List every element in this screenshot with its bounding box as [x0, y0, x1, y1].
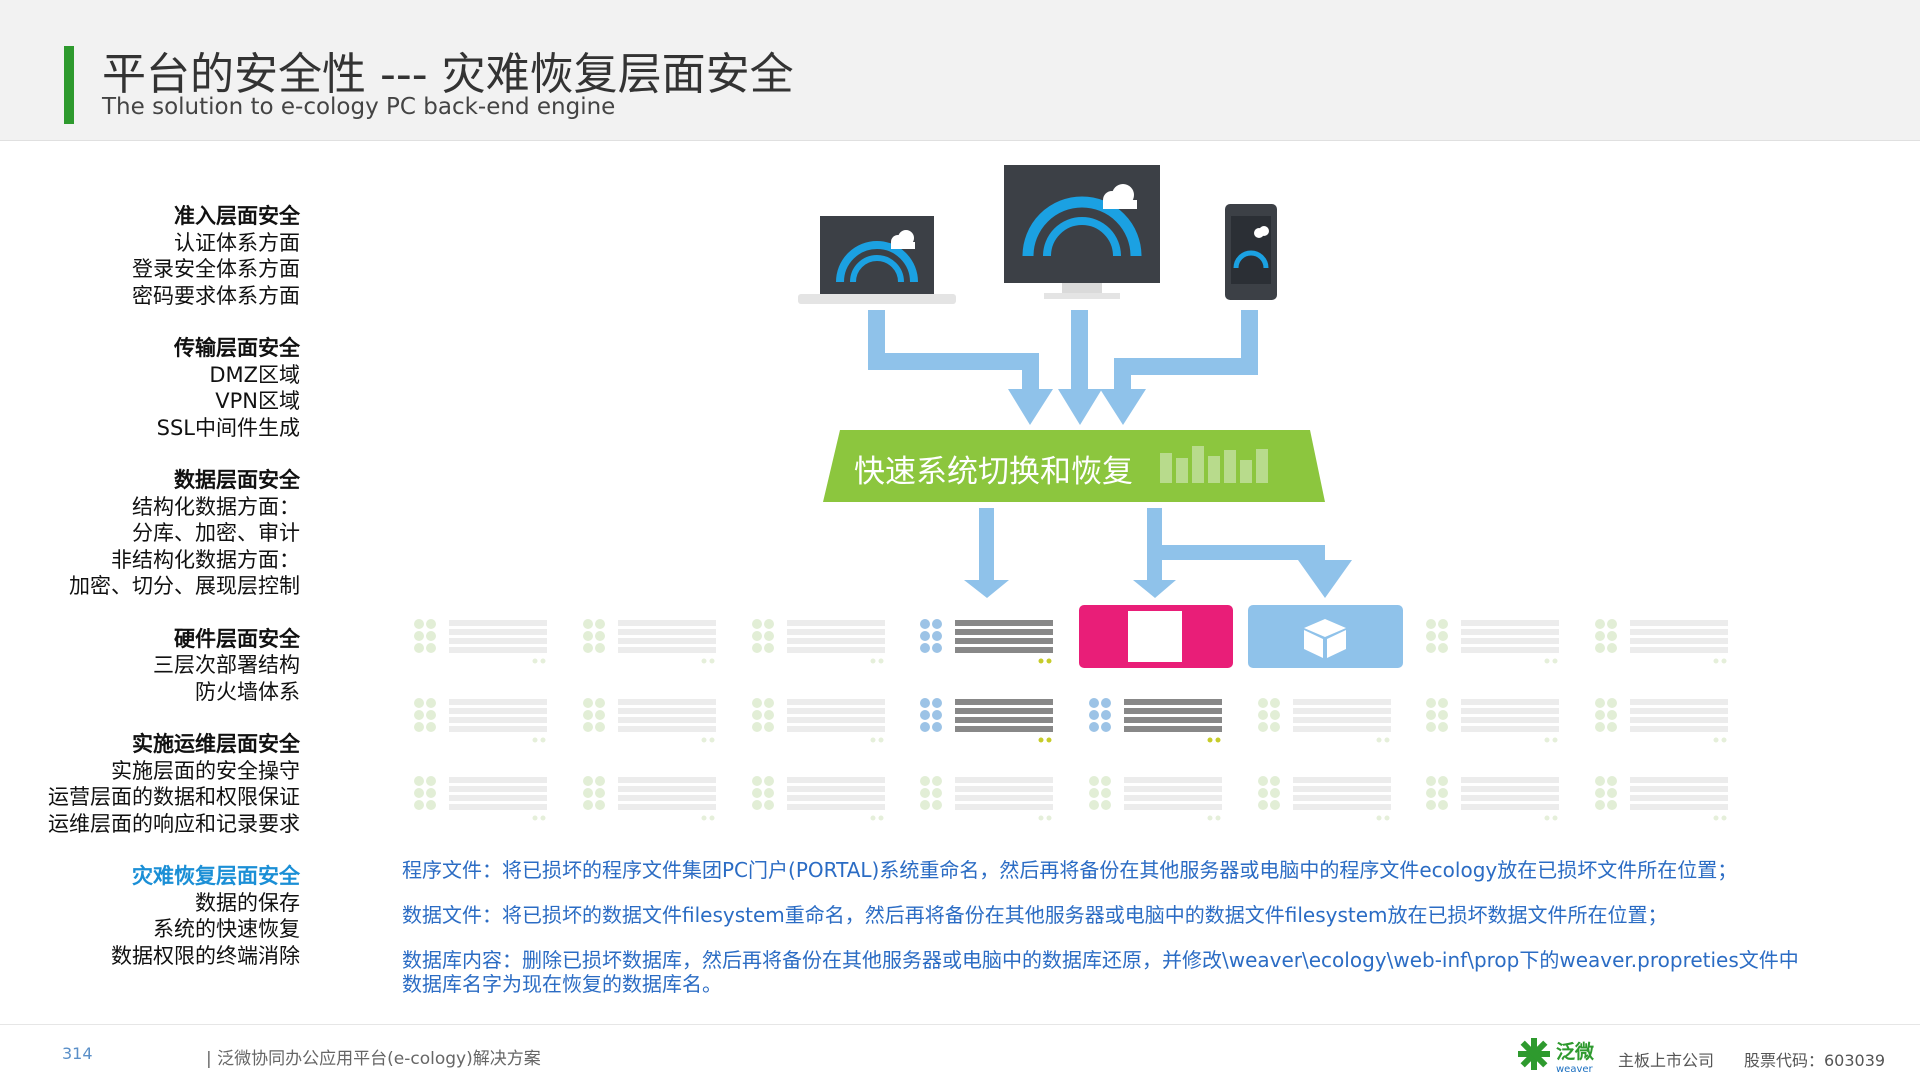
recovery-notes: 程序文件：将已损坏的程序文件集团PC门户(PORTAL)系统重命名，然后再将备份… — [402, 858, 1802, 1017]
section-hardware: 硬件层面安全 三层次部署结构 防火墙体系 — [0, 626, 300, 706]
footer-text: | 泛微协同办公应用平台(e-cology)解决方案 — [206, 1049, 541, 1069]
brand-sub: weaver — [1556, 1064, 1594, 1075]
server-rack-icon — [1426, 619, 1559, 664]
page-number: 314 — [62, 1044, 93, 1063]
server-rack-icon — [1426, 776, 1559, 821]
section-item: DMZ区域 — [209, 362, 300, 387]
server-rack-icon — [414, 619, 547, 664]
section-item: 数据的保存 — [195, 890, 300, 915]
section-title-active: 灾难恢复层面安全 — [132, 864, 300, 888]
server-rack-icon — [414, 776, 547, 821]
section-title: 传输层面安全 — [174, 336, 300, 360]
note-database: 数据库内容：删除已损坏数据库，然后再将备份在其他服务器或电脑中的数据库还原，并修… — [402, 948, 1799, 996]
logo-star-icon — [1518, 1038, 1550, 1070]
section-item: 防火墙体系 — [195, 679, 300, 704]
page-title: 平台的安全性 --- 灾难恢复层面安全 — [102, 49, 794, 100]
section-disaster-recovery: 灾难恢复层面安全 数据的保存 系统的快速恢复 数据权限的终端消除 — [0, 863, 300, 969]
server-rack-icon — [1089, 698, 1222, 743]
section-title: 实施运维层面安全 — [132, 732, 300, 756]
server-rack-icon — [1258, 776, 1391, 821]
section-access: 准入层面安全 认证体系方面 登录安全体系方面 密码要求体系方面 — [0, 203, 300, 309]
section-item: 三层次部署结构 — [153, 653, 300, 677]
weaver-logo: 泛微 weaver — [1516, 1034, 1616, 1080]
footer-divider — [0, 1024, 1920, 1025]
note-data-files: 数据文件：将已损坏的数据文件filesystem重命名，然后再将备份在其他服务器… — [402, 903, 1668, 927]
banner-label: 快速系统切换和恢复 — [854, 454, 1133, 490]
monitor-icon — [1004, 165, 1160, 299]
section-item: 认证体系方面 — [174, 230, 300, 255]
server-rack-icon — [752, 619, 885, 664]
section-item: VPN区域 — [215, 389, 300, 413]
banner-equalizer-icon — [1160, 446, 1268, 483]
server-rack-icon — [920, 776, 1053, 821]
note-program-files: 程序文件：将已损坏的程序文件集团PC门户(PORTAL)系统重命名，然后再将备份… — [402, 858, 1738, 882]
section-item: 运营层面的数据和权限保证 — [48, 785, 300, 809]
arrow-lines-top — [868, 310, 1258, 425]
section-item: 系统的快速恢复 — [153, 917, 300, 941]
restore-package-box — [1248, 605, 1403, 668]
server-rack-icon — [1258, 698, 1391, 743]
server-rack-icon — [920, 619, 1053, 664]
section-title: 数据层面安全 — [174, 468, 300, 492]
section-title: 硬件层面安全 — [174, 626, 300, 651]
server-grid — [414, 619, 1728, 821]
server-rack-icon — [1595, 698, 1728, 743]
laptop-icon — [798, 216, 956, 304]
section-item: 结构化数据方面： — [132, 494, 300, 519]
server-rack-icon — [414, 698, 547, 743]
section-item: 密码要求体系方面 — [132, 283, 300, 308]
security-layer-list: 准入层面安全 认证体系方面 登录安全体系方面 密码要求体系方面 传输层面安全 D… — [0, 203, 300, 995]
server-rack-icon — [583, 698, 716, 743]
section-item: SSL中间件生成 — [156, 415, 300, 440]
server-rack-icon — [752, 776, 885, 821]
section-item: 数据权限的终端消除 — [111, 943, 300, 968]
package-icon — [1304, 619, 1346, 658]
server-rack-icon — [752, 698, 885, 743]
section-transport: 传输层面安全 DMZ区域 VPN区域 SSL中间件生成 — [0, 335, 300, 441]
section-data: 数据层面安全 结构化数据方面： 分库、加密、审计 非结构化数据方面： 加密、切分… — [0, 467, 300, 600]
title-accent-bar — [64, 46, 74, 124]
server-rack-icon — [1089, 776, 1222, 821]
section-operations: 实施运维层面安全 实施层面的安全操守 运营层面的数据和权限保证 运维层面的响应和… — [0, 731, 300, 837]
server-rack-icon — [920, 698, 1053, 743]
damaged-server-box — [1079, 605, 1233, 668]
server-rack-icon — [583, 776, 716, 821]
listing-label: 主板上市公司 — [1618, 1051, 1715, 1070]
section-item: 运维层面的响应和记录要求 — [48, 811, 300, 836]
section-item: 非结构化数据方面： — [111, 547, 300, 572]
section-item: 加密、切分、展现层控制 — [69, 574, 300, 598]
server-rack-icon — [1426, 698, 1559, 743]
page-subtitle: The solution to e-cology PC back-end eng… — [102, 94, 616, 120]
server-rack-icon — [1595, 776, 1728, 821]
server-rack-icon — [1595, 619, 1728, 664]
section-title: 准入层面安全 — [174, 204, 300, 228]
brand-name: 泛微 — [1556, 1040, 1595, 1063]
section-item: 登录安全体系方面 — [132, 257, 300, 281]
section-item: 实施层面的安全操守 — [111, 758, 300, 783]
stock-code: 股票代码：603039 — [1744, 1051, 1886, 1070]
phone-icon — [1225, 204, 1277, 300]
slide-header: 平台的安全性 --- 灾难恢复层面安全 The solution to e-co… — [0, 0, 1920, 141]
arrow-lines-bottom — [964, 508, 1352, 598]
section-item: 分库、加密、审计 — [132, 521, 300, 545]
server-rack-icon — [583, 619, 716, 664]
